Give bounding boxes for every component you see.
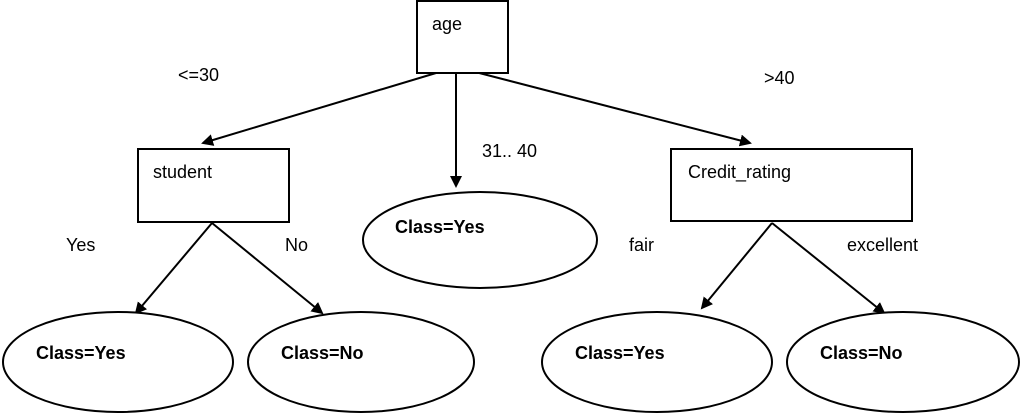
leaf-credit-fair-label: Class=Yes: [575, 343, 665, 363]
edge-label-credit-fair: fair: [629, 235, 654, 255]
leaf-credit-excellent-label: Class=No: [820, 343, 903, 363]
edge-label-age-le30: <=30: [178, 65, 219, 85]
leaf-credit-fair: Class=Yes: [541, 311, 773, 413]
leaf-student-no: Class=No: [247, 311, 475, 413]
node-credit-rating-label: Credit_rating: [688, 162, 791, 183]
edge-label-credit-excellent: excellent: [847, 235, 918, 255]
leaf-student-no-label: Class=No: [281, 343, 364, 363]
node-student-label: student: [153, 162, 212, 182]
node-credit-rating: Credit_rating: [670, 148, 913, 222]
edge-credit-to-excellent-leaf: [771, 222, 886, 315]
leaf-middle: Class=Yes: [362, 191, 598, 289]
leaf-student-no-ellipse: [247, 311, 475, 413]
node-credit-rating-box: [670, 148, 913, 222]
leaf-student-yes-ellipse: [2, 311, 234, 413]
node-age: age: [416, 0, 509, 74]
edge-label-age-gt40: >40: [764, 68, 795, 88]
edge-label-age-31-40: 31.. 40: [482, 141, 537, 161]
node-age-label: age: [432, 14, 462, 34]
node-student: student: [137, 148, 290, 223]
leaf-middle-label: Class=Yes: [395, 217, 485, 237]
leaf-student-yes-label: Class=Yes: [36, 343, 126, 363]
edge-age-to-credit-rating: [455, 66, 752, 147]
edge-student-to-no-leaf: [211, 222, 324, 315]
edge-label-student-yes: Yes: [66, 235, 95, 255]
node-age-box: [416, 0, 509, 74]
leaf-credit-fair-ellipse: [541, 311, 773, 413]
edge-age-to-student: [201, 66, 457, 146]
node-student-box: [137, 148, 290, 223]
leaf-credit-excellent: Class=No: [786, 311, 1020, 413]
edge-credit-to-fair-leaf: [700, 222, 773, 310]
edge-label-student-no: No: [285, 235, 308, 255]
leaf-credit-excellent-ellipse: [786, 311, 1020, 413]
leaf-student-yes: Class=Yes: [2, 311, 234, 413]
edge-student-to-yes-leaf: [134, 222, 213, 315]
leaf-middle-ellipse: [362, 191, 598, 289]
